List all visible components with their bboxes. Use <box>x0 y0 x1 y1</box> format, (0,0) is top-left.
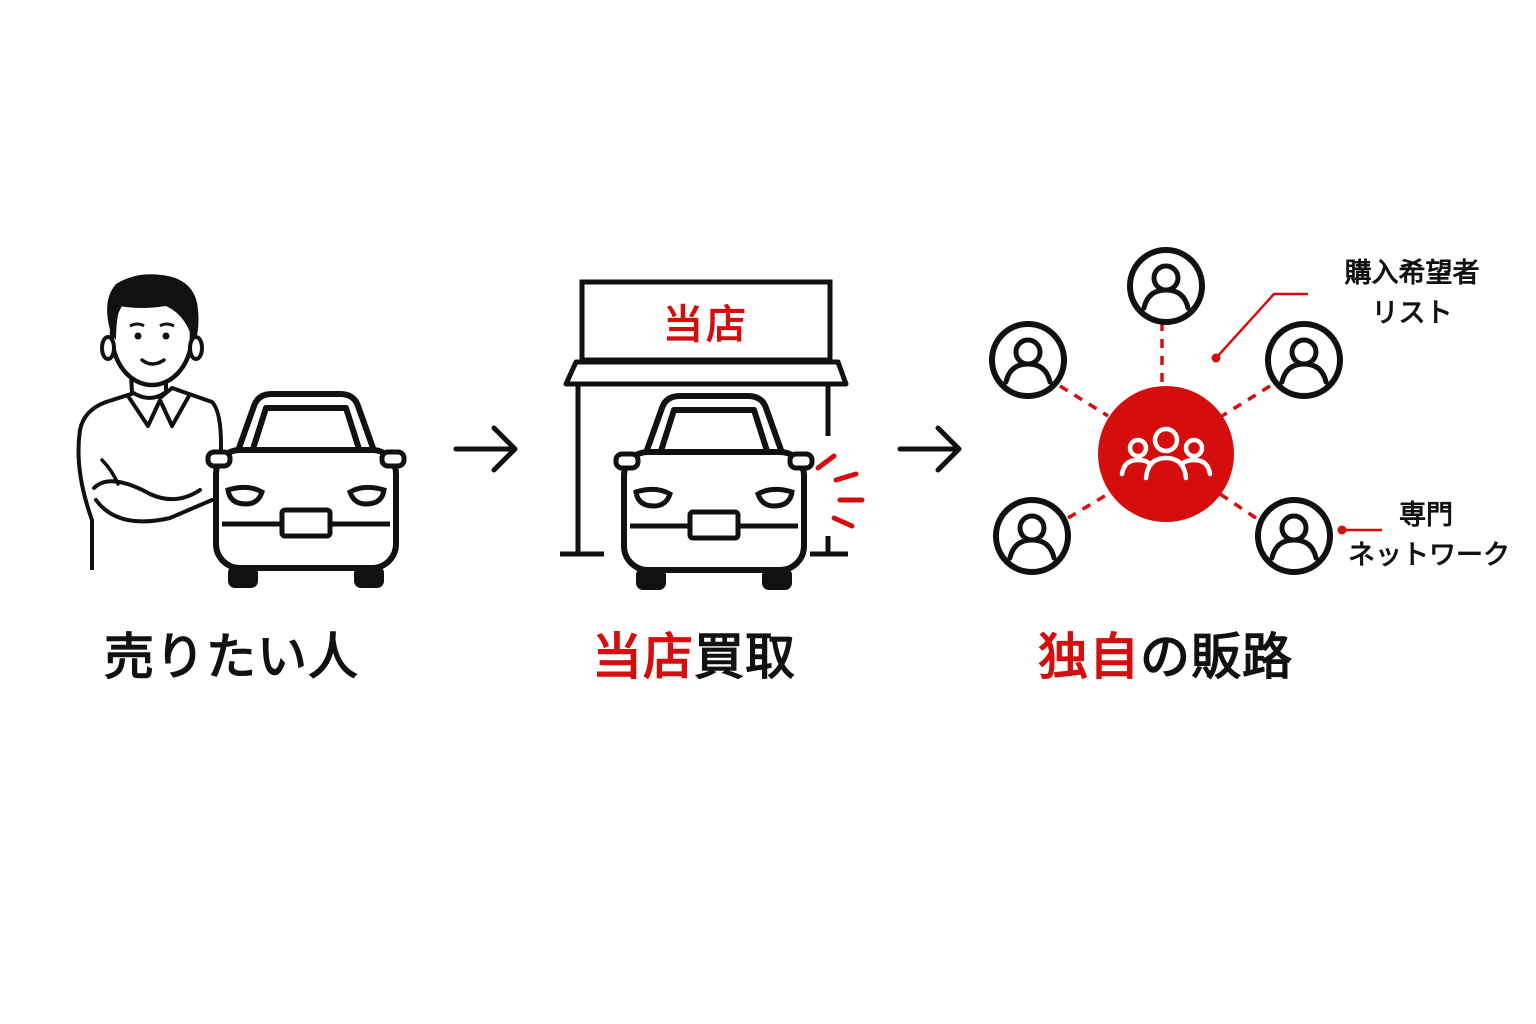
buyer-list-annotation: 購入希望者 リスト <box>1318 254 1506 334</box>
shop-sign: 当店 <box>663 302 749 348</box>
user-icon <box>1130 250 1202 322</box>
sparkle-icon <box>815 453 865 529</box>
caption-accent: 当店 <box>592 628 694 686</box>
network-annotation: 専門 ネットワーク <box>1348 496 1510 576</box>
user-icon <box>1258 500 1330 572</box>
seller-car-icon <box>208 394 404 588</box>
caption-text: 売りたい人 <box>104 628 359 686</box>
buyer-list-leader <box>1211 292 1308 363</box>
arrow-right-icon <box>897 425 962 473</box>
shop-icon <box>560 279 849 557</box>
shop-car-icon <box>616 396 812 590</box>
network-leader <box>1337 525 1382 535</box>
network-connectors <box>1059 322 1271 520</box>
annotation-line: 専門 <box>1399 500 1453 531</box>
caption-text: 買取 <box>694 628 796 686</box>
seller-person-icon <box>76 274 223 570</box>
step-caption-purchase: 当店買取 <box>592 622 796 692</box>
annotation-line: リスト <box>1371 298 1453 329</box>
group-hub-icon <box>1098 386 1234 522</box>
user-icon <box>992 324 1064 396</box>
user-icon <box>996 500 1068 572</box>
arrow-right-icon <box>453 425 518 473</box>
caption-text: の販路 <box>1140 628 1293 686</box>
step-caption-seller: 売りたい人 <box>104 622 359 692</box>
caption-accent: 独自 <box>1038 628 1140 686</box>
step-caption-channel: 独自の販路 <box>1038 622 1293 692</box>
annotation-line: 購入希望者 <box>1344 258 1480 289</box>
annotation-line: ネットワーク <box>1348 540 1510 571</box>
user-icon <box>1268 324 1340 396</box>
